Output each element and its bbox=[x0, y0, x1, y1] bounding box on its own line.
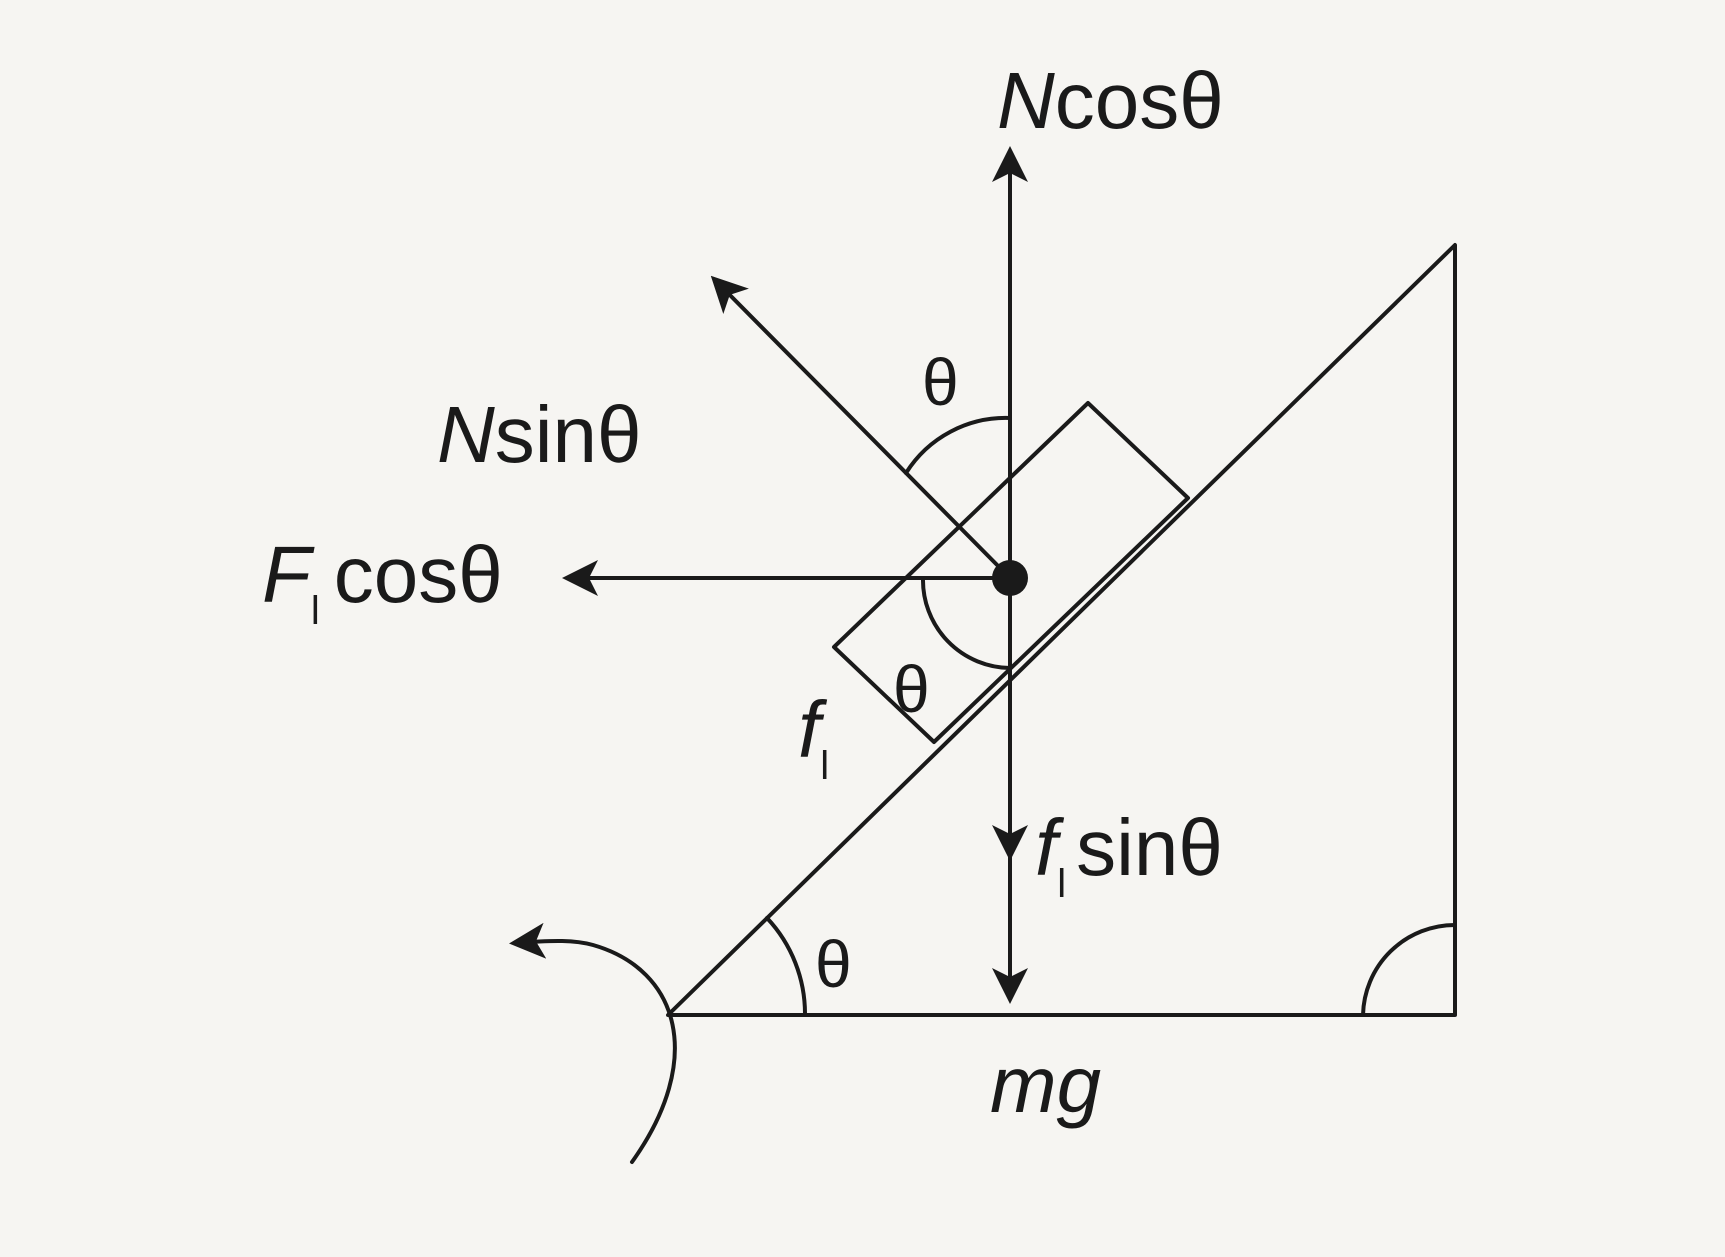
label-f-sin-theta-rest: sinθ bbox=[1076, 803, 1223, 892]
label-n-sin-theta-n: N bbox=[437, 390, 495, 479]
incline-wedge bbox=[666, 243, 1457, 1017]
angle-arc-top bbox=[904, 415, 1012, 475]
label-f-sin-theta-sub: l bbox=[1057, 862, 1066, 906]
label-n-cos-theta-n: N bbox=[997, 56, 1055, 145]
label-mg: mg bbox=[990, 1040, 1101, 1129]
label-theta-top: θ bbox=[922, 345, 959, 419]
right-angle-arc bbox=[1361, 923, 1457, 1017]
label-theta-base: θ bbox=[815, 927, 852, 1001]
label-n-cos-theta: Ncosθ bbox=[997, 56, 1224, 145]
label-theta-block: θ bbox=[893, 652, 930, 726]
label-f-cos-theta-f: F bbox=[262, 530, 315, 619]
label-f-cos-theta-rest: cosθ bbox=[334, 530, 503, 619]
label-n-sin-theta: Nsinθ bbox=[437, 390, 642, 479]
rotation-arrow bbox=[509, 922, 677, 1164]
angle-arc-center bbox=[920, 576, 1012, 670]
label-f-cos-theta-sub: l bbox=[311, 589, 320, 633]
label-n-cos-theta-rest: cosθ bbox=[1055, 56, 1224, 145]
normal-force-arrow bbox=[710, 275, 1012, 580]
center-of-mass-dot bbox=[992, 560, 1028, 596]
label-f-l-sub: l bbox=[820, 744, 829, 788]
block bbox=[832, 401, 1190, 744]
label-n-sin-theta-rest: sinθ bbox=[495, 390, 642, 479]
angle-arc-base bbox=[765, 916, 808, 1017]
label-f-l: fl bbox=[798, 685, 829, 788]
